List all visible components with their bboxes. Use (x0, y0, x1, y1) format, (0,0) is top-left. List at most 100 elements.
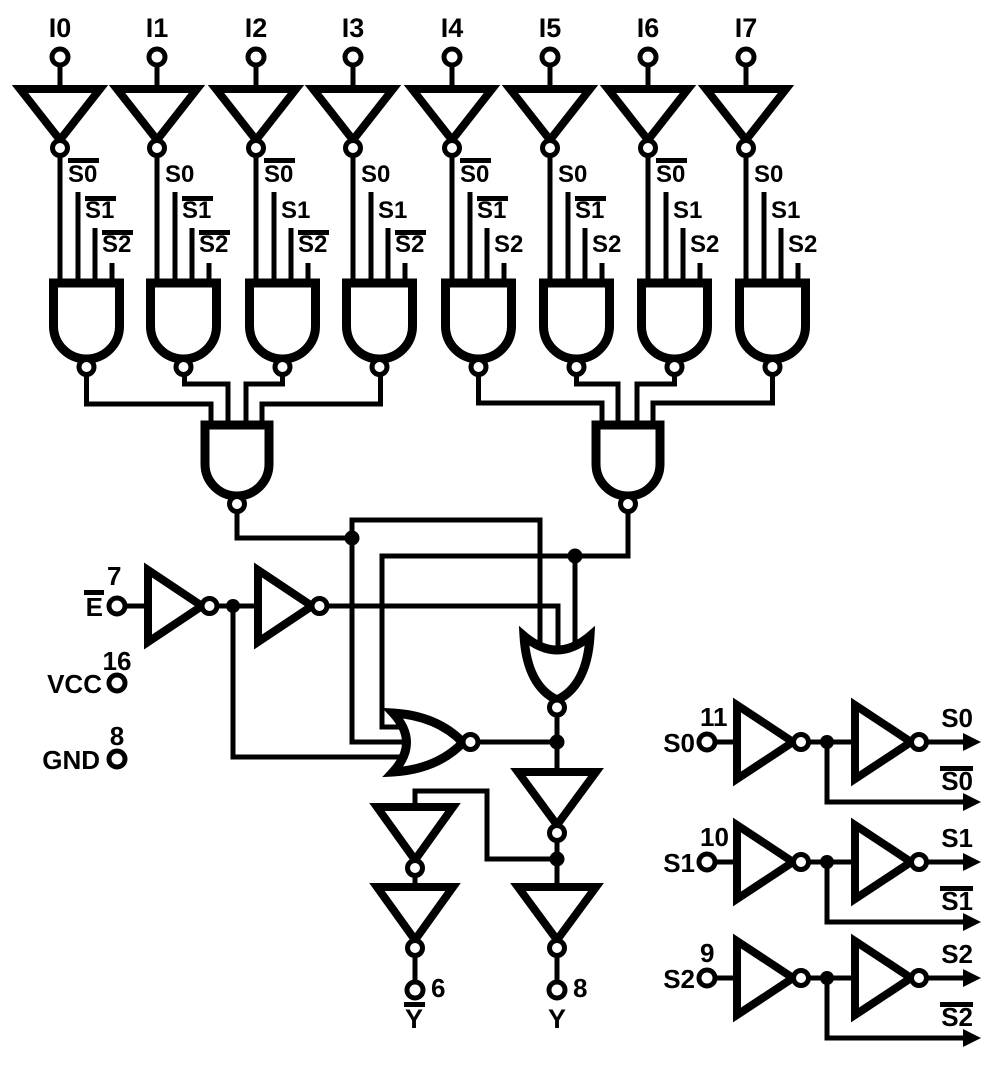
input-inverter-bubble-i3 (343, 138, 363, 158)
overline (85, 196, 116, 201)
input-terminal-i0 (49, 46, 71, 68)
select-pin-number: 10 (700, 822, 729, 852)
nand-bubble-i4 (468, 357, 489, 377)
nand-gate-i4 (441, 278, 516, 364)
y-inverter-2-bubble (547, 938, 567, 958)
enable-label: E (86, 592, 103, 622)
nand-gate-i5 (539, 278, 614, 364)
select-label: S0 (68, 161, 97, 188)
select-label: S2 (102, 231, 131, 258)
overline (656, 158, 687, 163)
input-inverter-i6 (599, 85, 697, 147)
nand-gate-i7 (735, 278, 810, 364)
wire-g3-to-nandA (259, 374, 383, 430)
nand-bubble-i1 (173, 357, 194, 377)
wire-nandA-to-vertical-nor (349, 517, 543, 645)
arrowhead (963, 793, 981, 811)
input-inverter-bubble-i6 (638, 138, 658, 158)
select-label: S2 (690, 231, 719, 258)
select-true-output-label: S0 (941, 703, 973, 733)
arrowhead (963, 733, 981, 751)
input-label-i4: I4 (441, 13, 464, 43)
junction-dot-nandA (344, 530, 360, 546)
enable-inverter-1-bubble (199, 596, 220, 616)
select-label: S0 (264, 161, 293, 188)
nand-second-level-A (200, 420, 274, 501)
arrowhead (963, 853, 981, 871)
wire-g4-to-nandB (476, 374, 605, 430)
nand-bubble-i0 (76, 357, 97, 377)
wire-complement-branch (824, 862, 966, 925)
overline (940, 766, 973, 771)
select-label: S0 (460, 161, 489, 188)
wire-g1-to-nandA (182, 374, 231, 430)
input-inverter-i7 (697, 85, 795, 147)
input-inverter-i2 (207, 85, 305, 147)
input-label-i2: I2 (245, 13, 268, 43)
select-label: S1 (673, 197, 702, 224)
select-true-output-label: S1 (941, 823, 973, 853)
input-inverter-bubble-i5 (540, 138, 560, 158)
inverter-bubble (791, 852, 811, 872)
y-terminal (546, 979, 568, 1001)
select-label: S2 (395, 231, 424, 258)
input-label-i6: I6 (637, 13, 660, 43)
overline (575, 196, 606, 201)
wire-complement-branch (824, 978, 966, 1041)
select-label: S1 (281, 197, 310, 224)
wire-nandB-out (575, 511, 631, 559)
junction-dot-enable (226, 599, 240, 613)
arrowhead (963, 913, 981, 931)
ybar-inverter-2-bubble (405, 938, 425, 958)
overline (199, 230, 230, 235)
nand-bubble-i2 (272, 357, 293, 377)
select-input-label: S2 (663, 964, 695, 994)
select-label: S1 (378, 197, 407, 224)
generated-groups: I0S0S1S2I1S0S1S2I2S0S1S2I3S0S1S2I4S0S1S2… (11, 13, 981, 1047)
enable-inverter-2-bubble (309, 596, 330, 616)
nand-A-bubble (227, 494, 247, 514)
input-inverter-bubble-i2 (246, 138, 266, 158)
wire-g2-to-nandA (243, 374, 285, 430)
input-inverter-bubble-i7 (736, 138, 756, 158)
overline (940, 886, 973, 891)
wire-nandB-to-horizontal-nor (379, 553, 575, 730)
gnd-terminal (106, 748, 128, 770)
select-label: S2 (298, 231, 327, 258)
vcc-pin-number: 16 (103, 646, 132, 676)
overline (477, 196, 508, 201)
input-inverter-i4 (403, 85, 501, 147)
select-terminal (696, 731, 718, 753)
vcc-terminal (106, 672, 128, 694)
nand-bubble-i5 (566, 357, 587, 377)
enable-terminal (106, 595, 128, 617)
static-wiring: 7 E 16 VCC 8 GND 6 Y 8 Y (42, 374, 775, 1034)
inverter-bubble (909, 852, 929, 872)
junction-dot (820, 735, 834, 749)
wire-g0-to-nandA (84, 374, 214, 430)
select-complement-output-label: S0 (941, 766, 973, 796)
nor-gate-horizontal (382, 707, 470, 778)
nand-gate-i3 (342, 278, 417, 364)
select-pin-number: 9 (700, 938, 714, 968)
inverter-bubble (791, 968, 811, 988)
input-terminal-i1 (146, 46, 168, 68)
nand-bubble-i7 (762, 357, 783, 377)
input-inverter-bubble-i4 (442, 138, 462, 158)
overline (298, 230, 329, 235)
ybar-label: Y (405, 1004, 423, 1034)
junction-dot-y-branch (549, 851, 565, 867)
ybar-pin-number: 6 (431, 973, 445, 1003)
input-terminal-i3 (342, 46, 364, 68)
nand-gate-i2 (245, 278, 320, 364)
input-inverter-bubble-i0 (50, 138, 70, 158)
enable-inverter-2 (254, 562, 320, 650)
inverter-bubble (791, 732, 811, 752)
nand-bubble-i3 (369, 357, 390, 377)
inverter-bubble (909, 732, 929, 752)
select-label: S1 (771, 197, 800, 224)
select-true-output-label: S2 (941, 939, 973, 969)
overline (395, 230, 426, 235)
select-label: S0 (754, 161, 783, 188)
